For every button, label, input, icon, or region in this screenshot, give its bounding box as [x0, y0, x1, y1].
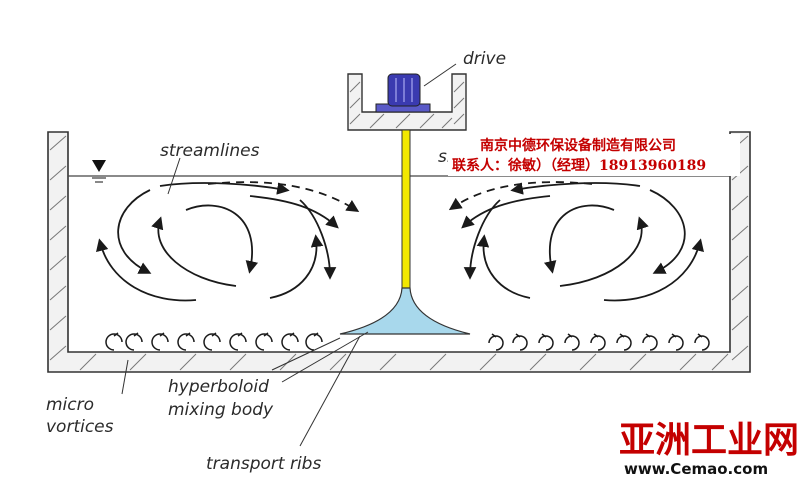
leader-lines [121, 63, 457, 447]
company-contact: 联系人：徐敏）（经理）18913960189 [452, 157, 706, 174]
watermark-logo-text: 亚洲工业网 [619, 420, 799, 461]
watermark-url: www.Cemao.com [624, 460, 768, 478]
label-drive: drive [463, 49, 506, 69]
company-name: 南京中德环保设备制造有限公司 [480, 137, 676, 154]
company-overlay-bg [448, 134, 740, 176]
streamlines-left [96, 181, 360, 302]
micro-vortices-left [105, 332, 323, 351]
label-micro-vortices-line1: micro [46, 395, 94, 415]
streamlines-right [448, 181, 704, 302]
hyperboloid-mixing-body [339, 287, 471, 335]
drive-motor [375, 73, 431, 113]
tank-wall [47, 131, 751, 373]
water-level-symbol [92, 160, 106, 183]
label-micro-vortices-line2: vortices [46, 417, 114, 437]
shaft [401, 129, 411, 291]
tank-hatching [49, 135, 749, 371]
label-transport-ribs: transport ribs [206, 454, 321, 474]
drive-housing [347, 73, 467, 131]
label-streamlines: streamlines [160, 141, 260, 161]
label-hyperboloid-line2: mixing body [168, 400, 274, 420]
micro-vortices-right [488, 333, 710, 351]
label-hyperboloid-line1: hyperboloid [168, 377, 269, 397]
tank [47, 131, 751, 373]
